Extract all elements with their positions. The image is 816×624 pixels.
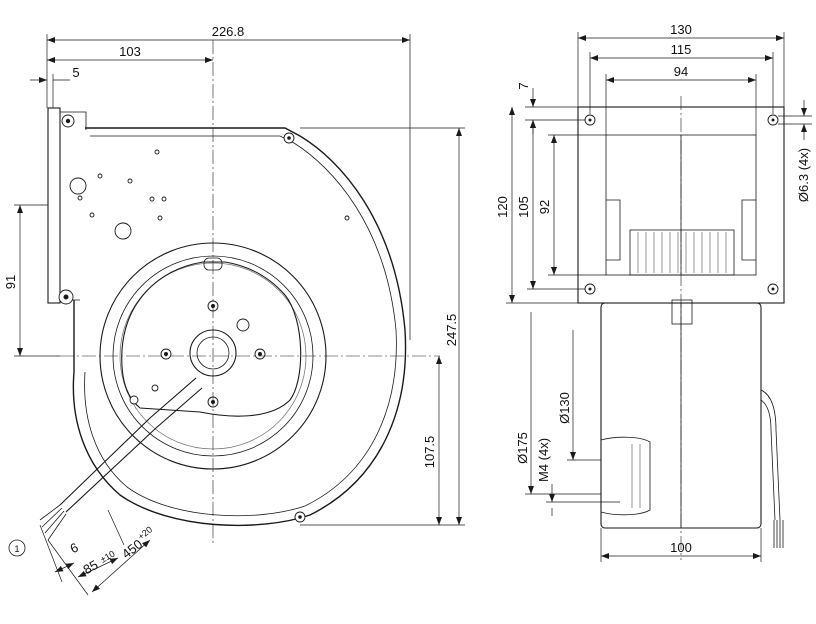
impeller (629, 229, 735, 276)
dim-hole-dia: Ø6.3 (4x) (796, 148, 811, 202)
callout-label: 1 (14, 544, 19, 554)
side-view (39, 40, 440, 545)
motor-flange (121, 261, 302, 417)
volute-housing (72, 127, 407, 527)
cable-exit (760, 389, 781, 521)
dim-cable-length-tol: +20 (136, 524, 154, 541)
dim-cable-strip-tol: ±10 (99, 549, 117, 565)
outlet-flange (47, 107, 61, 304)
dim-width-outer: 130 (670, 22, 692, 37)
dim-center-offset: 103 (119, 44, 141, 59)
dim-height-opening: 92 (537, 200, 552, 214)
dim-width-opening: 94 (674, 64, 688, 79)
dim-flange-edge: 7 (516, 82, 531, 89)
dim-height-holes: 105 (516, 196, 531, 218)
side-view-dimensions: 226.8 103 5 91 247.5 107.5 6 (3, 24, 465, 596)
dim-outlet-center: 91 (3, 275, 18, 289)
motor-section (600, 436, 651, 516)
volute-inner (84, 135, 397, 517)
dim-depth: 100 (670, 540, 692, 555)
callout-circle (8, 539, 26, 557)
dim-flange: 5 (72, 65, 79, 80)
dim-height-outer: 120 (495, 196, 510, 218)
dim-thread: M4 (4x) (536, 438, 551, 482)
dim-cable-end: 6 (68, 540, 81, 557)
dim-dia-175: Ø175 (515, 432, 530, 464)
front-view-dimensions: 130 115 94 7 120 105 92 Ø (495, 22, 812, 562)
front-view (577, 96, 785, 560)
dim-center-bottom: 107.5 (422, 436, 437, 469)
dim-dia-130: Ø130 (557, 392, 572, 424)
dim-width-holes: 115 (671, 42, 692, 57)
dim-overall-height: 247.5 (444, 314, 459, 347)
dim-overall-width: 226.8 (212, 24, 245, 39)
cable (59, 377, 203, 513)
dim-cable-strip: 85 (81, 557, 101, 577)
